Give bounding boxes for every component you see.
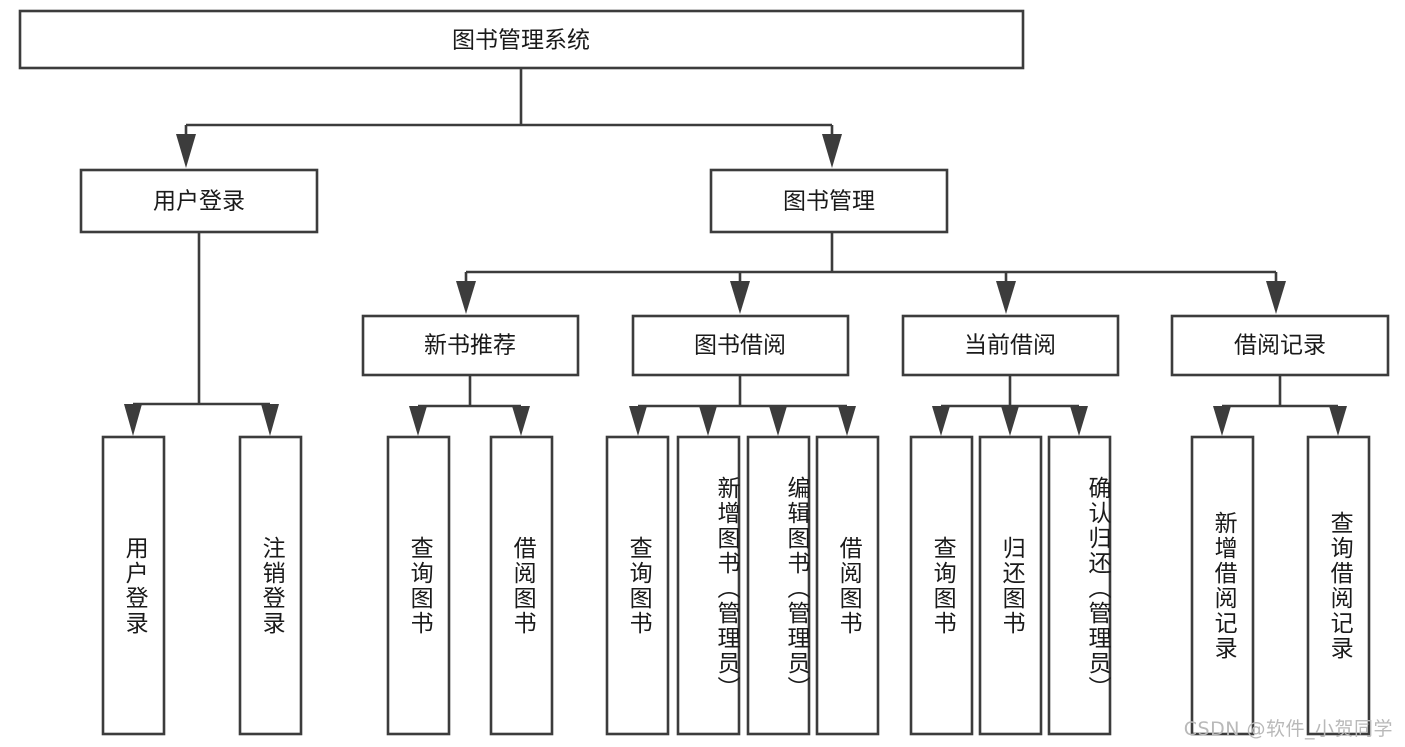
leaf-box-query-book-2[interactable]: [605, 435, 670, 736]
leaf-box-query-record[interactable]: [1306, 435, 1371, 736]
leaf-box-return-book[interactable]: [978, 435, 1043, 736]
node-root[interactable]: 图书管理系统: [18, 9, 1025, 70]
node-new-book-recommend[interactable]: 新书推荐: [361, 314, 580, 377]
leaf-box-add-book[interactable]: [676, 435, 741, 736]
leaf-box-query-book-3[interactable]: [909, 435, 974, 736]
leaf-box-borrow-book-2[interactable]: [815, 435, 880, 736]
arrow-to-user-login: [176, 134, 196, 168]
arrow-to-leaf-confirm-return: [1070, 406, 1088, 436]
node-book-borrow[interactable]: 图书借阅: [631, 314, 850, 377]
node-user-login-label: 用户登录: [153, 189, 245, 215]
node-current-borrow[interactable]: 当前借阅: [901, 314, 1120, 377]
arrow-to-new-book-recommend: [456, 281, 476, 314]
connector-root-to-level2: [176, 68, 842, 168]
node-borrow-record[interactable]: 借阅记录: [1170, 314, 1390, 377]
connector-newbook-to-leaves: [409, 375, 530, 436]
arrow-to-leaf-add-record: [1213, 406, 1231, 436]
arrow-to-book-management: [822, 134, 842, 168]
arrow-to-leaf-borrow-book-2: [838, 406, 856, 436]
watermark-text: CSDN @软件_小贺同学: [1183, 718, 1393, 740]
arrow-to-leaf-borrow-book-1: [512, 406, 530, 436]
leaf-box-user-login[interactable]: [101, 435, 166, 736]
leaf-box-borrow-book-1[interactable]: [489, 435, 554, 736]
leaf-box-confirm-return[interactable]: [1047, 435, 1112, 736]
node-root-label: 图书管理系统: [452, 28, 590, 54]
connector-bookmgmt-to-level3: [456, 232, 1286, 314]
connector-borrowrecord-to-leaves: [1213, 375, 1347, 436]
connector-userlogin-to-leaves: [124, 232, 279, 436]
arrow-to-leaf-user-logout: [261, 404, 279, 436]
arrow-to-leaf-add-book: [699, 406, 717, 436]
arrow-to-leaf-query-book-1: [409, 406, 427, 436]
arrow-to-leaf-return-book: [1001, 406, 1019, 436]
node-borrow-record-label: 借阅记录: [1234, 333, 1326, 359]
arrow-to-leaf-query-record: [1329, 406, 1347, 436]
arrow-to-book-borrow: [730, 281, 750, 314]
leaf-box-edit-book[interactable]: [746, 435, 811, 736]
node-current-borrow-label: 当前借阅: [964, 333, 1056, 359]
arrow-to-leaf-edit-book: [769, 406, 787, 436]
connector-bookborrow-to-leaves: [629, 375, 856, 436]
arrow-to-borrow-record: [1266, 281, 1286, 314]
arrow-to-leaf-query-book-3: [932, 406, 950, 436]
arrow-to-leaf-user-login: [124, 404, 142, 436]
node-new-book-recommend-label: 新书推荐: [424, 333, 516, 359]
node-book-management[interactable]: 图书管理: [709, 168, 949, 234]
node-user-login[interactable]: 用户登录: [79, 168, 319, 234]
leaf-box-add-record[interactable]: [1190, 435, 1255, 736]
connector-currentborrow-to-leaves: [932, 375, 1088, 436]
node-book-borrow-label: 图书借阅: [694, 333, 786, 359]
node-book-management-label: 图书管理: [783, 189, 875, 215]
leaf-box-user-logout[interactable]: [238, 435, 303, 736]
leaf-box-query-book-1[interactable]: [386, 435, 451, 736]
arrow-to-leaf-query-book-2: [629, 406, 647, 436]
arrow-to-current-borrow: [996, 281, 1016, 314]
